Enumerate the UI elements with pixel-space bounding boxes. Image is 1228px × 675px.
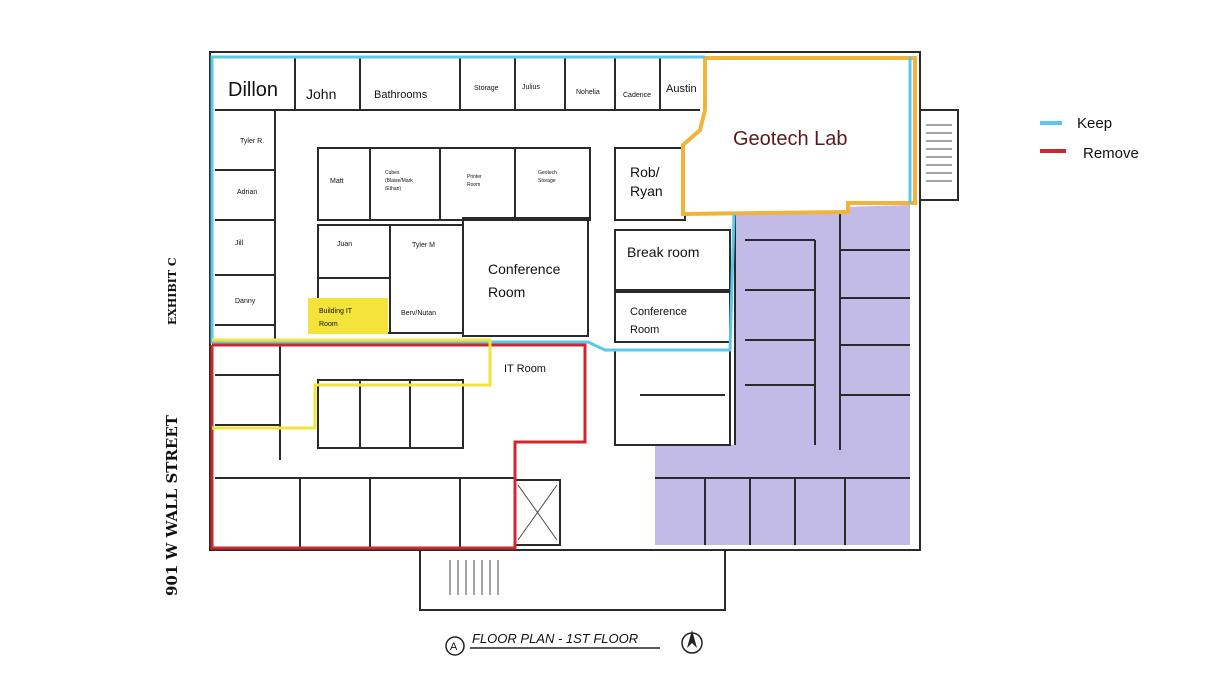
legend-remove-label: Remove — [1083, 145, 1139, 162]
room-conference2-line1: Conference — [630, 306, 687, 318]
room-john: John — [306, 86, 336, 102]
room-building-it-line2: Room — [319, 321, 338, 328]
room-danny: Danny — [235, 298, 256, 305]
room-cubes-line3: /Ethan) — [385, 186, 401, 192]
room-berv-nutan: Berv/Nutan — [401, 310, 436, 317]
stair-east — [919, 109, 959, 201]
section-marker-circle — [445, 636, 465, 656]
geotech-lab-outline — [681, 56, 917, 217]
floor-plan-title: FLOOR PLAN - 1ST FLOOR — [472, 631, 638, 646]
room-jill: Jill — [235, 240, 244, 247]
section-marker: A — [450, 641, 458, 653]
room-cubes-line2: (Blaise/Mark — [385, 178, 413, 184]
stair-east-treads — [926, 124, 952, 182]
south-entry — [419, 549, 726, 611]
elevator-x — [517, 484, 558, 541]
room-matt: Matt — [330, 178, 344, 185]
room-conference-line2: Room — [488, 284, 525, 300]
room-break-room: Break room — [627, 244, 699, 260]
room-cadence: Cadence — [623, 92, 651, 99]
purple-zone — [655, 205, 910, 545]
room-storage: Storage — [474, 85, 499, 92]
room-bathrooms: Bathrooms — [374, 89, 428, 101]
room-geotech-storage-line1: Geotech — [538, 170, 557, 176]
room-dillon: Dillon — [228, 79, 278, 101]
room-tyler-r: Tyler R. — [240, 138, 264, 145]
room-printer-line2: Room — [467, 182, 480, 188]
south-stair-treads — [449, 560, 499, 595]
room-tyler-m: Tyler M — [412, 242, 435, 249]
room-austin: Austin — [666, 83, 697, 95]
room-rob-line2: Ryan — [630, 183, 663, 199]
north-arrow-icon — [681, 630, 703, 654]
exhibit-label: EXHIBIT C — [166, 257, 179, 325]
room-nohelia: Nohelia — [576, 89, 600, 96]
interior-walls — [215, 58, 910, 548]
room-adrian: Adrian — [237, 189, 257, 196]
street-label: 901 W WALL STREET — [163, 414, 181, 596]
room-building-it-line1: Building IT — [319, 308, 353, 315]
room-conference2-line2: Room — [630, 324, 659, 336]
room-conference-line1: Conference — [488, 261, 561, 277]
room-juan: Juan — [337, 241, 352, 248]
keep-outline — [210, 55, 736, 352]
room-cubes-line1: Cubes — [385, 170, 400, 176]
building-it-room-fill — [308, 298, 388, 334]
room-printer-line1: Printer — [467, 174, 482, 180]
room-it-room: IT Room — [504, 363, 546, 375]
room-rob-line1: Rob/ — [630, 164, 660, 180]
yellow-outline — [212, 338, 492, 430]
legend-keep-label: Keep — [1077, 115, 1112, 132]
room-julius: Julius — [522, 84, 540, 91]
room-geotech-lab: Geotech Lab — [733, 128, 848, 150]
room-geotech-storage-line2: Storage — [538, 178, 556, 184]
remove-outline — [210, 343, 587, 550]
